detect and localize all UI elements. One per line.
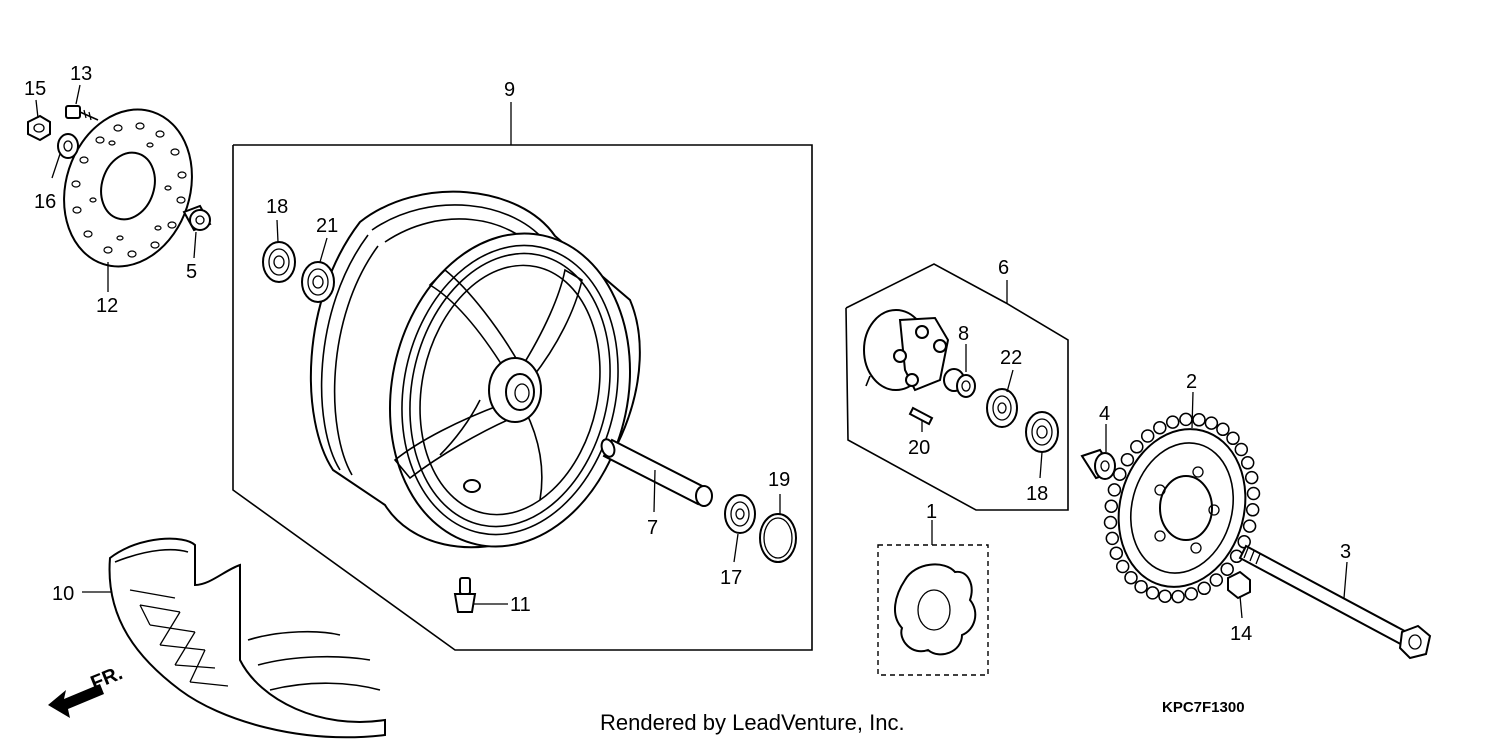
callout-18-left: 18: [266, 196, 288, 218]
disc-washer: [57, 133, 79, 159]
callout-20: 20: [908, 437, 930, 459]
sprocket-tooth: [1103, 515, 1118, 530]
callout-3: 3: [1340, 541, 1351, 563]
driven-flange: [863, 309, 950, 392]
nut-14: [1227, 570, 1251, 600]
axle-spacer-7: [600, 438, 713, 507]
sprocket-tooth: [1113, 467, 1127, 481]
brake-disc-assembly: [27, 105, 212, 268]
callout-16: 16: [34, 191, 56, 213]
valve-11: [453, 577, 477, 613]
bearing-22: [986, 388, 1018, 428]
callout-5: 5: [186, 261, 197, 283]
sprocket-tooth: [1145, 586, 1160, 600]
callout-11: 11: [510, 594, 531, 616]
hub-assembly-box: [845, 263, 1069, 511]
brake-disc: [63, 108, 193, 268]
sprocket-tooth: [1109, 546, 1124, 560]
sprocket-tooth: [1124, 570, 1138, 585]
sprocket-tooth: [1197, 581, 1211, 596]
damper-box: [877, 544, 989, 676]
leader-lines: [35, 84, 1348, 619]
sprocket-tooth: [1234, 442, 1249, 457]
sprocket-tooth: [1237, 535, 1251, 549]
sprocket-tooth: [1245, 503, 1260, 517]
sprocket-tooth: [1105, 531, 1120, 546]
bearing-18-right: [1025, 411, 1059, 453]
sprocket-tooth: [1244, 470, 1259, 485]
sprocket-tooth: [1134, 579, 1148, 594]
sprocket-tooth: [1171, 589, 1185, 604]
sprocket-tooth: [1220, 562, 1234, 576]
front-arrow-label: FR.: [88, 662, 126, 694]
sprocket-tooth: [1140, 429, 1155, 443]
callout-10: 10: [52, 583, 74, 605]
sprocket-tooth: [1107, 483, 1122, 497]
diagram-code: KPC7F1300: [1162, 699, 1245, 716]
sprocket-tooth: [1184, 587, 1199, 601]
disc-bolt: [65, 105, 99, 121]
wheel-assembly-box: [232, 144, 813, 651]
sprocket-tooth: [1226, 431, 1240, 446]
bearing-18-left: [262, 241, 296, 283]
callout-2: 2: [1186, 371, 1197, 393]
sprocket-tooth: [1209, 573, 1224, 587]
callout-8: 8: [958, 323, 969, 345]
spacer-4: [1080, 448, 1116, 480]
sprocket-tooth: [1120, 452, 1135, 467]
sprocket-tooth: [1179, 412, 1193, 427]
callout-6: 6: [998, 257, 1009, 279]
sprocket-tooth: [1104, 499, 1119, 513]
sprocket-tooth: [1246, 486, 1261, 501]
callout-4: 4: [1099, 403, 1110, 425]
collar-8: [943, 368, 976, 398]
callout-14: 14: [1230, 623, 1252, 645]
callout-21: 21: [316, 215, 338, 237]
callout-13: 13: [70, 63, 92, 85]
callout-15: 15: [24, 78, 46, 100]
wheel-damper: [894, 563, 977, 656]
sprocket-tooth: [1240, 456, 1255, 470]
render-credit: Rendered by LeadVenture, Inc.: [600, 710, 905, 735]
disc-nut: [27, 114, 51, 142]
sprocket-tooth: [1204, 416, 1219, 430]
callout-1: 1: [926, 501, 937, 523]
sprocket-tooth: [1242, 519, 1257, 533]
oring-19: [759, 513, 797, 563]
callout-22: 22: [1000, 347, 1022, 369]
sprocket-tooth: [1158, 589, 1172, 603]
callout-12: 12: [96, 295, 118, 317]
front-arrow-icon: [48, 684, 104, 718]
callout-17: 17: [720, 567, 742, 589]
stud-20: [908, 406, 934, 426]
callout-9: 9: [504, 79, 515, 101]
rear-wheel: [309, 190, 641, 549]
sprocket-tooth: [1192, 413, 1206, 427]
callout-18-right: 18: [1026, 483, 1048, 505]
bearing-17: [724, 494, 756, 534]
sprocket-tooth: [1130, 440, 1144, 454]
final-driven-sprocket: [1103, 412, 1261, 604]
sprocket-tooth: [1153, 420, 1167, 435]
tire: [108, 537, 386, 739]
sprocket-tooth: [1216, 422, 1230, 437]
spacer-5: [182, 204, 212, 232]
sprocket-tooth: [1165, 415, 1180, 429]
callout-7: 7: [647, 517, 658, 539]
bearing-21: [301, 261, 335, 303]
axle-3: [1238, 544, 1432, 660]
sprocket-tooth: [1115, 559, 1130, 574]
callout-19: 19: [768, 469, 790, 491]
callout-labels: 15 13 16 12 5 9 18 21 7 17 19 11 10 6 8 …: [24, 63, 1351, 645]
